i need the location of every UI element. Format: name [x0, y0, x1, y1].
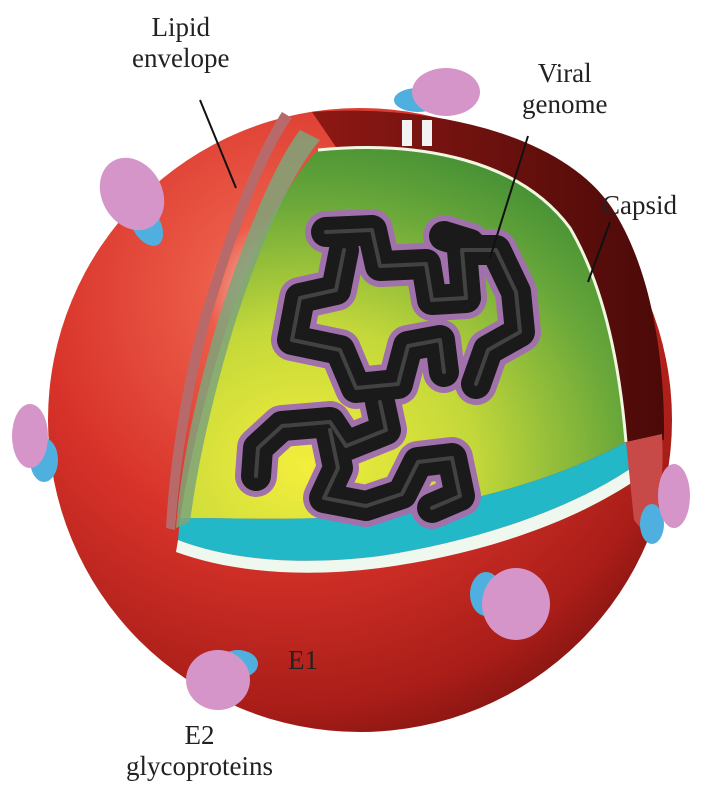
label-e2-line2: glycoproteins [126, 751, 273, 782]
e2-protein [12, 404, 48, 468]
e2-protein [186, 650, 250, 710]
label-capsid: Capsid [602, 190, 677, 221]
e2-protein [412, 68, 480, 116]
label-genome-line1: Viral [522, 58, 607, 89]
label-lipid-line1: Lipid [132, 12, 229, 43]
label-e2-glycoproteins: E2 glycoproteins [126, 720, 273, 782]
spike-stalk [422, 120, 432, 146]
label-e1: E1 [288, 645, 318, 676]
spike-stalk [402, 120, 412, 146]
label-genome-line2: genome [522, 89, 607, 120]
label-lipid-envelope: Lipid envelope [132, 12, 229, 74]
label-lipid-line2: envelope [132, 43, 229, 74]
label-viral-genome: Viral genome [522, 58, 607, 120]
label-e2-line1: E2 [126, 720, 273, 751]
e2-protein [658, 464, 690, 528]
e2-protein [482, 568, 550, 640]
